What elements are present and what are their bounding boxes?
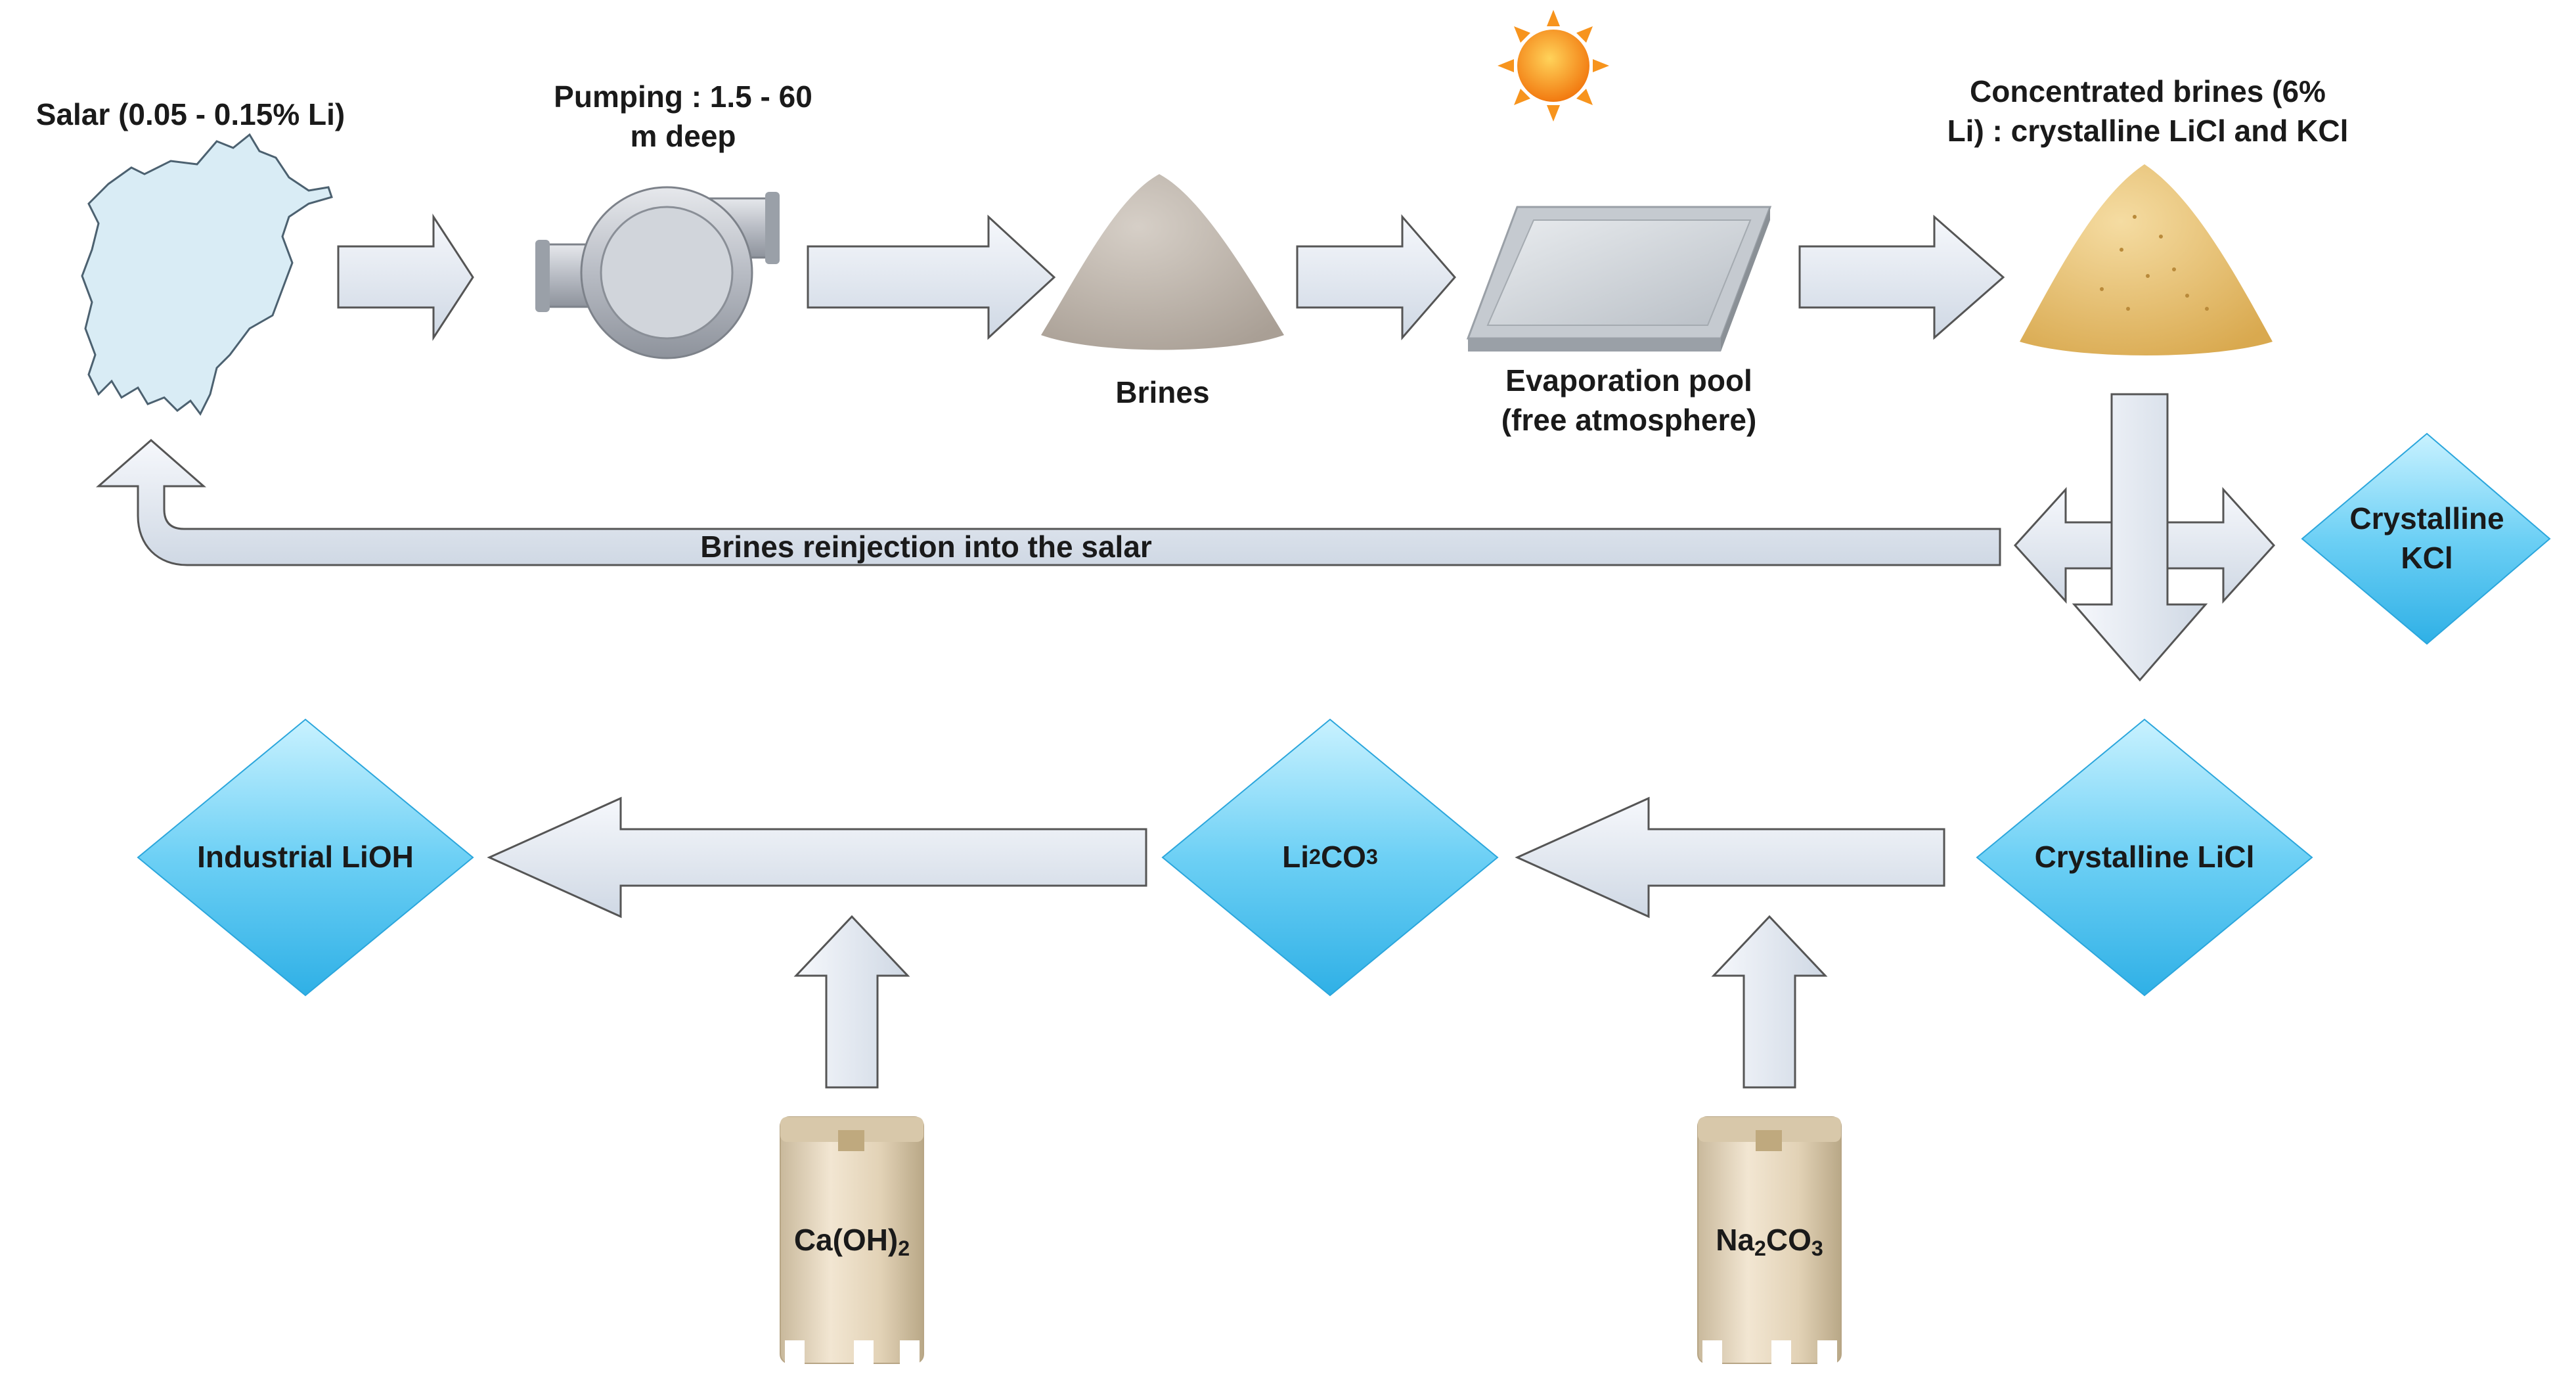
- arrow-salar-to-pump: [337, 213, 474, 342]
- arrow-licl-to-li2co3: [1515, 796, 1945, 919]
- arrow-brines-to-pool: [1296, 214, 1456, 341]
- reagent-caoh2-main: Ca(OH): [793, 1223, 899, 1257]
- label-pumping-line1: Pumping : 1.5 - 60: [554, 80, 812, 114]
- arrow-pool-to-concentrated: [1798, 214, 2005, 340]
- label-reinjection: Brines reinjection into the salar: [700, 530, 1152, 564]
- pump-icon: [535, 186, 780, 359]
- node-industrial-lioh: [137, 718, 474, 997]
- label-pumping: Pumping : 1.5 - 60 m deep: [512, 78, 854, 156]
- salt-pile-icon: [2020, 164, 2273, 355]
- label-concentrated: Concentrated brines (6% Li) : crystallin…: [1905, 72, 2391, 151]
- node-kcl-line2: KCl: [2401, 541, 2453, 575]
- arrow-splitter: [2013, 393, 2276, 682]
- label-evaporation-line2: (free atmosphere): [1501, 402, 1757, 437]
- arrow-pump-to-brines: [807, 214, 1056, 340]
- arrow-caoh2-up: [793, 915, 910, 1089]
- node-crystalline-licl-label: Crystalline LiCl: [2034, 840, 2255, 875]
- node-li2co3-sub: 2: [1309, 845, 1321, 869]
- reagent-na2co3-sub2: 3: [1811, 1237, 1823, 1261]
- arrow-li2co3-to-lioh: [487, 796, 1147, 919]
- salar-map-icon: [81, 133, 333, 416]
- label-pumping-line2: m deep: [630, 118, 736, 153]
- node-li2co3-li: Li: [1282, 840, 1310, 875]
- brine-pile-icon: [1041, 174, 1284, 350]
- reagent-na2co3-co: CO: [1765, 1223, 1811, 1257]
- evaporation-pool-icon: [1466, 206, 1772, 352]
- label-salar: Salar (0.05 - 0.15% Li): [35, 97, 345, 131]
- node-li2co3-co: CO: [1320, 840, 1366, 875]
- node-li2co3-sub2: 3: [1366, 845, 1378, 869]
- reagent-bottle-icon: [1697, 1116, 1842, 1370]
- sun-icon: [1498, 10, 1609, 122]
- label-evaporation-line1: Evaporation pool: [1505, 363, 1752, 398]
- label-brines: Brines: [1115, 375, 1210, 409]
- label-concentrated-line1: Concentrated brines (6%: [1970, 74, 2326, 108]
- reagent-na2co3-na: Na: [1716, 1223, 1754, 1257]
- reagent-na2co3-label: Na2CO3: [1698, 1222, 1841, 1261]
- reagent-caoh2-label: Ca(OH)2: [780, 1222, 923, 1261]
- node-industrial-lioh-label: Industrial LiOH: [197, 840, 414, 875]
- node-crystalline-licl: [1976, 718, 2313, 997]
- reagent-na2co3-sub: 2: [1754, 1237, 1766, 1261]
- node-crystalline-kcl-label: Crystalline KCl: [2325, 486, 2529, 591]
- arrow-reinjection: [96, 439, 2001, 566]
- reagent-bottle-icon: [780, 1116, 924, 1370]
- node-kcl-line1: Crystalline: [2349, 501, 2504, 536]
- arrow-na2co3-up: [1711, 915, 1828, 1089]
- reagent-caoh2-sub: 2: [898, 1237, 910, 1261]
- node-crystalline-kcl: [2301, 432, 2551, 645]
- node-li2co3: [1161, 718, 1499, 997]
- label-evaporation: Evaporation pool (free atmosphere): [1445, 361, 1813, 440]
- label-concentrated-line2: Li) : crystalline LiCl and KCl: [1947, 113, 2349, 148]
